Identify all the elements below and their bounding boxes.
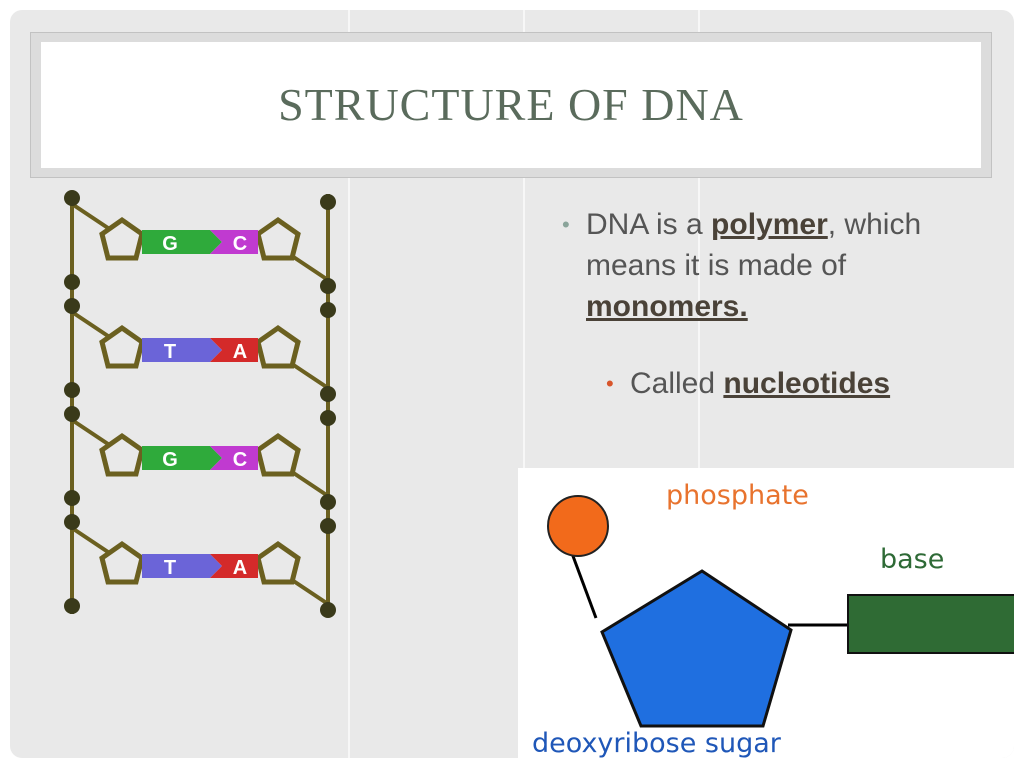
phosphate-shape: [547, 495, 609, 557]
right-phosphate-node: [320, 518, 336, 534]
sugar-pentagon: [600, 569, 793, 728]
term-nucleotides: nucleotides: [723, 367, 891, 400]
left-base-block: [142, 446, 222, 470]
left-base-letter: G: [162, 449, 178, 471]
right-sugar-ring: [255, 432, 301, 477]
right-phosphate-node: [320, 302, 336, 318]
left-link: [70, 526, 110, 554]
right-base-letter: C: [233, 233, 247, 255]
left-phosphate-node: [64, 190, 80, 206]
dna-strand-diagram: G C T A G C T A: [64, 190, 336, 618]
bullet-list: • DNA is a polymer, which means it is ma…: [556, 204, 1006, 404]
left-link: [70, 310, 110, 338]
sub-bullet-item: • Called nucleotides: [556, 363, 1006, 404]
right-base-letter: C: [233, 449, 247, 471]
left-base-block: [142, 338, 222, 362]
slide: STRUCTURE OF DNA G C T A G C T A • DNA is a pol…: [10, 10, 1014, 758]
right-link: [290, 470, 330, 498]
right-phosphate-node: [320, 386, 336, 402]
bullet-text: DNA is a: [586, 208, 712, 241]
left-base-letter: G: [162, 233, 178, 255]
right-base-block: [210, 554, 258, 578]
right-base-letter: A: [233, 341, 247, 363]
bullet-text: Called: [630, 367, 724, 400]
left-phosphate-node: [64, 274, 80, 290]
base-shape: [847, 594, 1014, 654]
right-base-block: [210, 230, 258, 254]
slide-title: STRUCTURE OF DNA: [278, 78, 744, 130]
background-line: [698, 10, 700, 758]
right-link: [290, 362, 330, 390]
right-phosphate-node: [320, 410, 336, 426]
right-link: [290, 254, 330, 282]
left-phosphate-node: [64, 298, 80, 314]
left-base-block: [142, 554, 222, 578]
background-line: [348, 10, 350, 758]
left-sugar-ring: [99, 432, 145, 477]
right-base-letter: A: [233, 557, 247, 579]
sub-bullet-marker: •: [606, 371, 614, 396]
left-sugar-ring: [99, 324, 145, 369]
left-phosphate-node: [64, 490, 80, 506]
left-base-letter: T: [164, 557, 176, 579]
term-monomers: monomers.: [586, 290, 748, 323]
left-link: [70, 202, 110, 230]
background-line: [523, 10, 525, 758]
bullet-text: , which means it is made of: [586, 208, 922, 282]
title-box: STRUCTURE OF DNA: [41, 42, 981, 168]
bullet-marker: •: [562, 212, 570, 237]
left-sugar-ring: [99, 540, 145, 585]
left-phosphate-node: [64, 406, 80, 422]
right-link: [290, 578, 330, 606]
base-label: base: [880, 544, 945, 575]
right-phosphate-node: [320, 278, 336, 294]
right-phosphate-node: [320, 602, 336, 618]
left-link: [70, 418, 110, 446]
right-base-block: [210, 338, 258, 362]
left-phosphate-node: [64, 382, 80, 398]
phosphate-label: phosphate: [666, 480, 809, 511]
left-phosphate-node: [64, 514, 80, 530]
left-phosphate-node: [64, 598, 80, 614]
left-base-letter: T: [164, 341, 176, 363]
title-frame: STRUCTURE OF DNA: [30, 32, 992, 178]
right-sugar-ring: [255, 216, 301, 261]
sugar-label: deoxyribose sugar: [532, 728, 781, 758]
nucleotide-svg: [547, 495, 1014, 728]
phosphate-bond: [568, 547, 598, 619]
right-sugar-ring: [255, 540, 301, 585]
right-phosphate-node: [320, 494, 336, 510]
left-sugar-ring: [99, 216, 145, 261]
right-base-block: [210, 446, 258, 470]
term-polymer: polymer: [711, 208, 828, 241]
bullet-item: • DNA is a polymer, which means it is ma…: [556, 204, 1006, 327]
nucleotide-diagram: phosphate base deoxyribose sugar: [518, 468, 1014, 758]
right-sugar-ring: [255, 324, 301, 369]
right-phosphate-node: [320, 194, 336, 210]
left-base-block: [142, 230, 222, 254]
